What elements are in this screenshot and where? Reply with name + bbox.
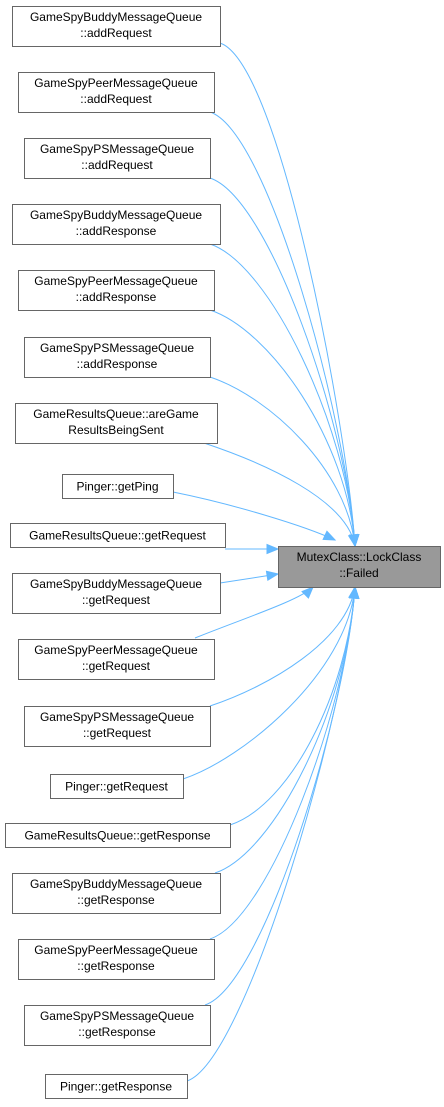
- caller-node-label-line2: ::addRequest: [80, 92, 152, 106]
- caller-node-label: GameResultsQueue::areGame: [33, 407, 199, 421]
- caller-node-box: [12, 6, 221, 47]
- caller-node[interactable]: GameSpyPeerMessageQueue::getResponse: [18, 939, 215, 980]
- caller-node-box: [10, 523, 226, 548]
- caller-node[interactable]: Pinger::getPing: [62, 474, 174, 499]
- caller-nodes: GameSpyBuddyMessageQueue::addRequestGame…: [5, 6, 231, 1099]
- caller-node-box: [12, 204, 221, 245]
- caller-node-box: [24, 1005, 211, 1046]
- caller-node-box: [62, 474, 174, 499]
- caller-node-label: GameSpyPeerMessageQueue: [34, 643, 198, 657]
- call-edge-5: [209, 376, 356, 547]
- call-arrowhead-8: [266, 543, 280, 555]
- caller-node-label: GameSpyBuddyMessageQueue: [30, 577, 202, 591]
- caller-node-box: [50, 774, 184, 799]
- caller-node-label: GameSpyPSMessageQueue: [40, 142, 194, 156]
- caller-node-label-line2: ::addRequest: [81, 158, 153, 172]
- caller-node-label-line2: ::getResponse: [77, 959, 155, 973]
- caller-node-box: [24, 138, 211, 179]
- target-node[interactable]: MutexClass::LockClass::Failed: [278, 546, 441, 588]
- caller-node-box: [18, 270, 215, 311]
- caller-node-label: GameResultsQueue::getResponse: [24, 829, 210, 843]
- caller-node-label-line2: ::addResponse: [76, 224, 157, 238]
- target-node-box: [278, 546, 441, 588]
- call-edge-0: [219, 42, 356, 547]
- call-edge-3: [209, 243, 356, 547]
- caller-node-label: GameSpyPSMessageQueue: [40, 710, 194, 724]
- caller-node[interactable]: GameSpyPeerMessageQueue::addRequest: [18, 72, 215, 113]
- call-edge-15: [209, 586, 356, 940]
- caller-node[interactable]: Pinger::getRequest: [50, 774, 184, 799]
- call-edge-12: [182, 586, 356, 780]
- call-edge-6: [203, 442, 356, 547]
- caller-node-label-line2: ::getResponse: [77, 893, 155, 907]
- call-edge-13: [229, 586, 356, 826]
- caller-node[interactable]: GameResultsQueue::getRequest: [10, 523, 226, 548]
- caller-node-label-line2: ::getResponse: [78, 1025, 156, 1039]
- caller-node-label: GameSpyPeerMessageQueue: [34, 274, 198, 288]
- call-edge-2: [209, 177, 356, 547]
- caller-node-label-line2: ::getRequest: [82, 659, 151, 673]
- caller-node-box: [18, 939, 215, 980]
- caller-node[interactable]: GameSpyPeerMessageQueue::getRequest: [18, 639, 215, 680]
- caller-node[interactable]: GameSpyPeerMessageQueue::addResponse: [18, 270, 215, 311]
- caller-node-label: GameSpyBuddyMessageQueue: [30, 208, 202, 222]
- caller-node-box: [24, 337, 211, 378]
- caller-node-label: Pinger::getRequest: [65, 780, 168, 794]
- caller-node[interactable]: GameSpyBuddyMessageQueue::addResponse: [12, 204, 221, 245]
- caller-node-label: GameSpyBuddyMessageQueue: [30, 10, 202, 24]
- caller-node-label: Pinger::getPing: [76, 480, 158, 494]
- caller-node-label-line2: ResultsBeingSent: [68, 423, 164, 437]
- caller-node-label: GameSpyPSMessageQueue: [40, 341, 194, 355]
- caller-node-label: GameSpyPeerMessageQueue: [34, 76, 198, 90]
- caller-node[interactable]: GameSpyBuddyMessageQueue::getRequest: [12, 573, 221, 614]
- caller-node-box: [18, 72, 215, 113]
- caller-node-box: [45, 1074, 188, 1099]
- caller-node[interactable]: GameSpyPSMessageQueue::addResponse: [24, 337, 211, 378]
- target-node-label: MutexClass::LockClass: [297, 550, 422, 564]
- caller-node-box: [5, 823, 231, 848]
- call-edge-16: [204, 586, 356, 1006]
- caller-node[interactable]: GameSpyPSMessageQueue::getRequest: [24, 706, 211, 747]
- caller-node[interactable]: GameResultsQueue::areGameResultsBeingSen…: [15, 403, 218, 444]
- caller-node-label: GameSpyPeerMessageQueue: [34, 943, 198, 957]
- caller-node-label: Pinger::getResponse: [60, 1080, 172, 1094]
- call-edge-17: [186, 586, 356, 1082]
- caller-node-label: GameSpyBuddyMessageQueue: [30, 877, 202, 891]
- caller-node-box: [12, 573, 221, 614]
- caller-node-box: [15, 403, 218, 444]
- target-node-label-line2: ::Failed: [339, 566, 378, 580]
- caller-node-label-line2: ::addResponse: [77, 357, 158, 371]
- caller-node[interactable]: GameSpyBuddyMessageQueue::getResponse: [12, 873, 221, 914]
- caller-node[interactable]: GameResultsQueue::getResponse: [5, 823, 231, 848]
- call-arrowhead-6: [347, 533, 359, 548]
- caller-node-label: GameResultsQueue::getRequest: [29, 529, 206, 543]
- call-arrowhead-17: [349, 585, 360, 599]
- caller-node-box: [24, 706, 211, 747]
- call-edge-7: [172, 491, 336, 541]
- caller-node[interactable]: Pinger::getResponse: [45, 1074, 188, 1099]
- call-arrowhead-10: [301, 586, 314, 599]
- caller-node-label: GameSpyPSMessageQueue: [40, 1009, 194, 1023]
- caller-node-label-line2: ::addRequest: [80, 26, 152, 40]
- call-edge-1: [209, 111, 356, 547]
- call-arrowhead-7: [322, 530, 337, 541]
- call-edge-11: [209, 586, 356, 707]
- caller-node-box: [12, 873, 221, 914]
- caller-node-label-line2: ::addResponse: [76, 290, 157, 304]
- call-edge-4: [209, 309, 356, 547]
- caller-node[interactable]: GameSpyBuddyMessageQueue::addRequest: [12, 6, 221, 47]
- caller-node[interactable]: GameSpyPSMessageQueue::getResponse: [24, 1005, 211, 1046]
- caller-node-label-line2: ::getRequest: [82, 593, 151, 607]
- call-edges: [172, 42, 360, 1082]
- caller-node-label-line2: ::getRequest: [83, 726, 152, 740]
- call-arrowhead-9: [265, 570, 280, 581]
- caller-node[interactable]: GameSpyPSMessageQueue::addRequest: [24, 138, 211, 179]
- caller-node-box: [18, 639, 215, 680]
